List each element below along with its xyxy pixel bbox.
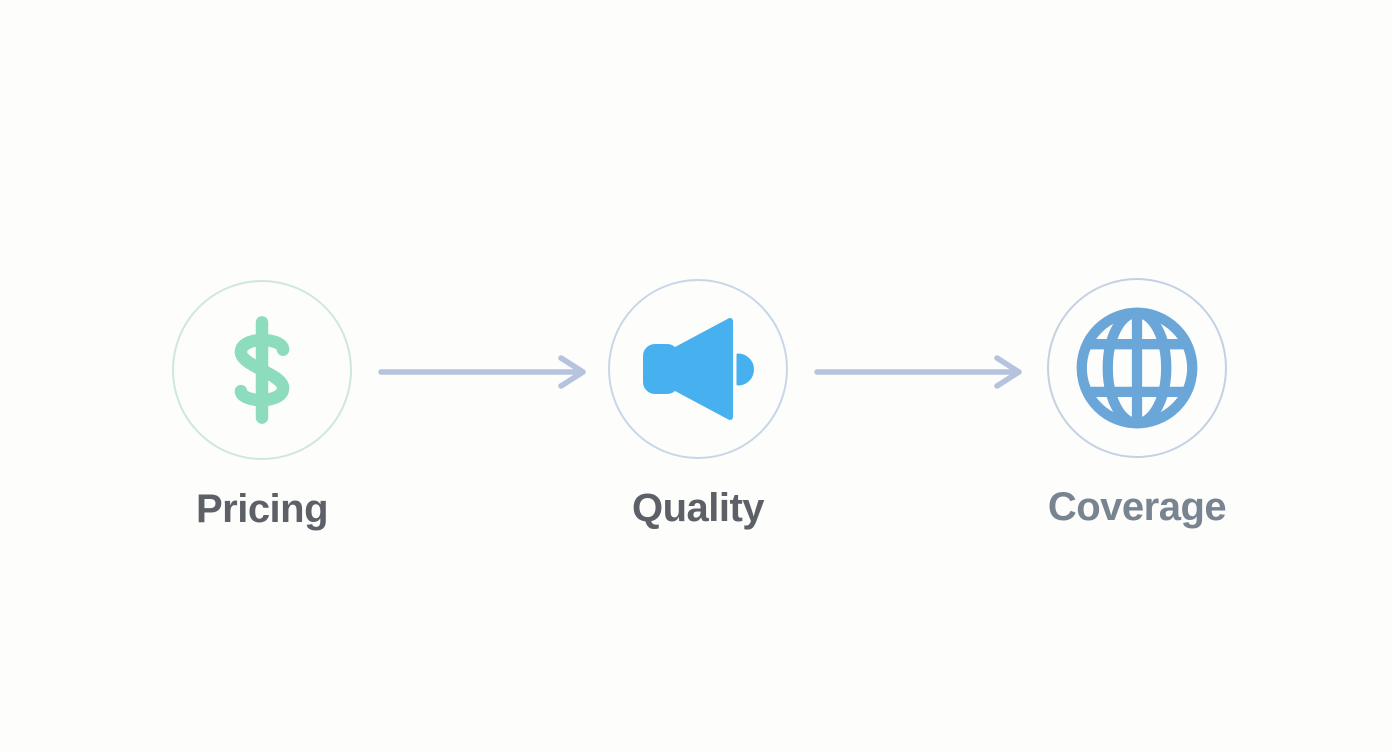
- coverage-label: Coverage: [1047, 485, 1227, 529]
- speaker-icon: [642, 310, 754, 428]
- globe-icon: [1072, 303, 1202, 433]
- pricing-circle-badge: [172, 280, 352, 460]
- dollar-sign-icon: [223, 315, 301, 425]
- quality-label: Quality: [631, 486, 765, 530]
- diagram-step-quality: Quality: [578, 279, 818, 531]
- pricing-label: Pricing: [195, 487, 329, 531]
- diagram-step-coverage: Coverage: [1017, 278, 1257, 530]
- coverage-circle-badge: [1047, 278, 1227, 458]
- quality-circle-badge: [608, 279, 788, 459]
- diagram-step-pricing: Pricing: [142, 280, 382, 532]
- arrow-right-icon: [378, 355, 586, 389]
- arrow-right-icon: [814, 355, 1022, 389]
